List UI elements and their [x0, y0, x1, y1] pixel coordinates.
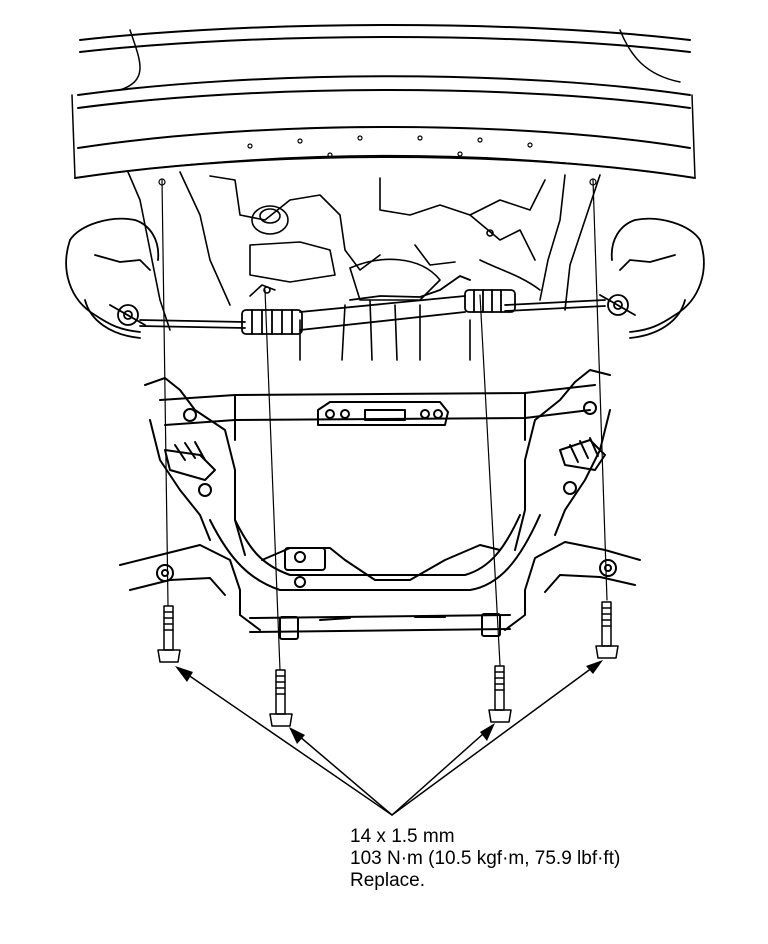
torque-spec-label: 103 N·m (10.5 kgf·m, 75.9 lbf·ft): [350, 848, 621, 869]
subframe-bolt-left-outer: [157, 605, 181, 663]
front-subframe: [119, 369, 641, 640]
subframe-bolt-left-inner: [269, 669, 293, 727]
subframe-bolt-right-inner: [488, 665, 512, 723]
torque-callout: 14 x 1.5 mm 103 N·m (10.5 kgf·m, 75.9 lb…: [350, 826, 620, 892]
left-wheel-assembly: [65, 217, 160, 339]
right-rack-boot: [464, 289, 516, 313]
bolt-size-label: 14 x 1.5 mm: [350, 826, 455, 847]
vehicle-underbody: [71, 24, 696, 179]
left-rack-boot: [241, 309, 303, 335]
steering-rack: [139, 275, 606, 335]
alignment-lines: [158, 178, 608, 671]
leader-arrowheads: [175, 660, 603, 744]
right-wheel-assembly: [599, 217, 705, 339]
engine-bay: [127, 171, 601, 361]
replace-instruction: Replace.: [350, 870, 425, 891]
callout-leaders: [177, 661, 601, 816]
subframe-bolt-right-outer: [595, 601, 619, 659]
